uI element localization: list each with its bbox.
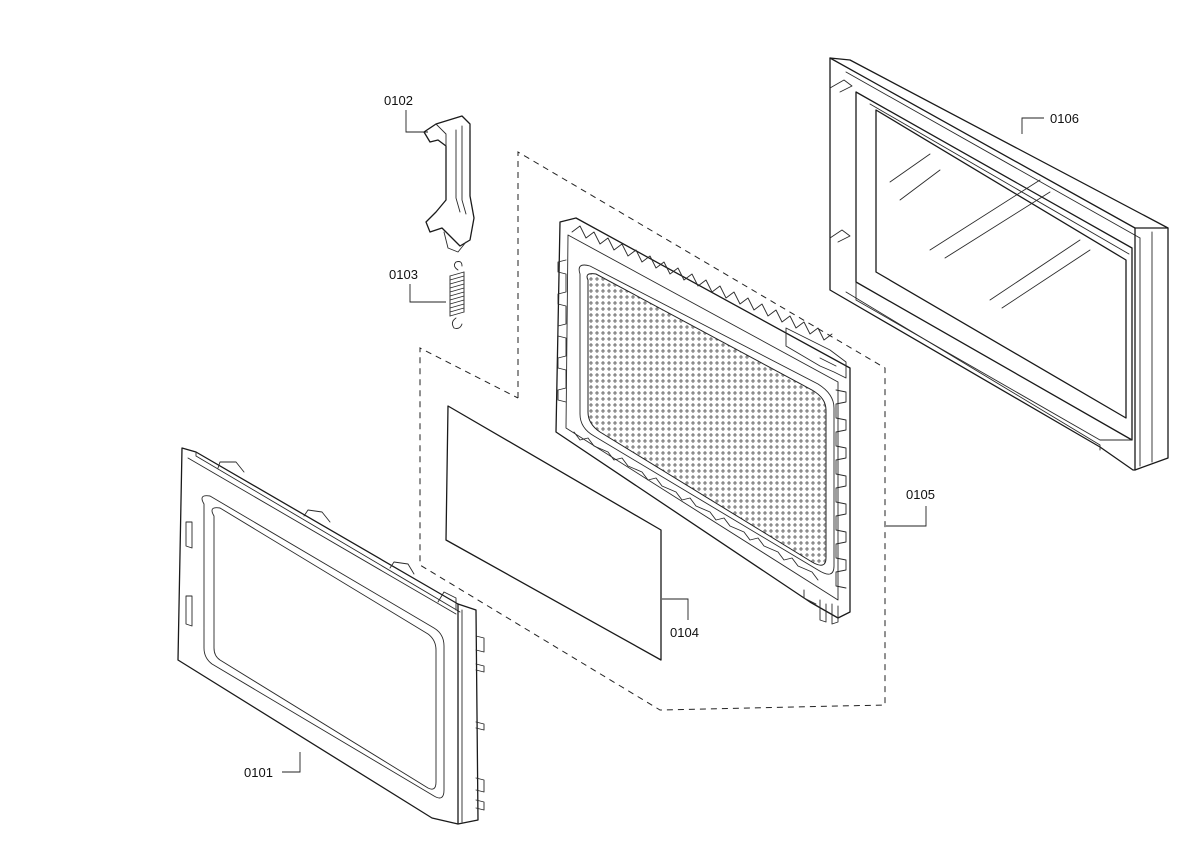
leader-lines bbox=[282, 110, 1044, 773]
cover-sheet bbox=[445, 405, 662, 661]
leader-0105 bbox=[886, 506, 927, 527]
label-0105: 0105 bbox=[906, 487, 935, 502]
latch-spring bbox=[449, 261, 465, 329]
label-0106: 0106 bbox=[1050, 111, 1079, 126]
mesh-shield-panel bbox=[555, 217, 851, 625]
label-0104: 0104 bbox=[670, 625, 699, 640]
label-0102: 0102 bbox=[384, 93, 413, 108]
leader-0104 bbox=[662, 598, 689, 620]
outer-door-frame bbox=[829, 57, 1169, 471]
part-labels: 0101 0102 0103 0104 0105 0106 bbox=[244, 93, 1079, 780]
leader-0106 bbox=[1021, 117, 1044, 134]
label-0101: 0101 bbox=[244, 765, 273, 780]
label-0103: 0103 bbox=[389, 267, 418, 282]
inner-door-frame bbox=[177, 447, 485, 825]
leader-0101 bbox=[282, 752, 301, 773]
door-assembly-dashed-outline bbox=[419, 151, 886, 711]
leader-0103 bbox=[409, 284, 446, 303]
latch-hook bbox=[423, 115, 475, 253]
leader-0102 bbox=[405, 110, 428, 133]
